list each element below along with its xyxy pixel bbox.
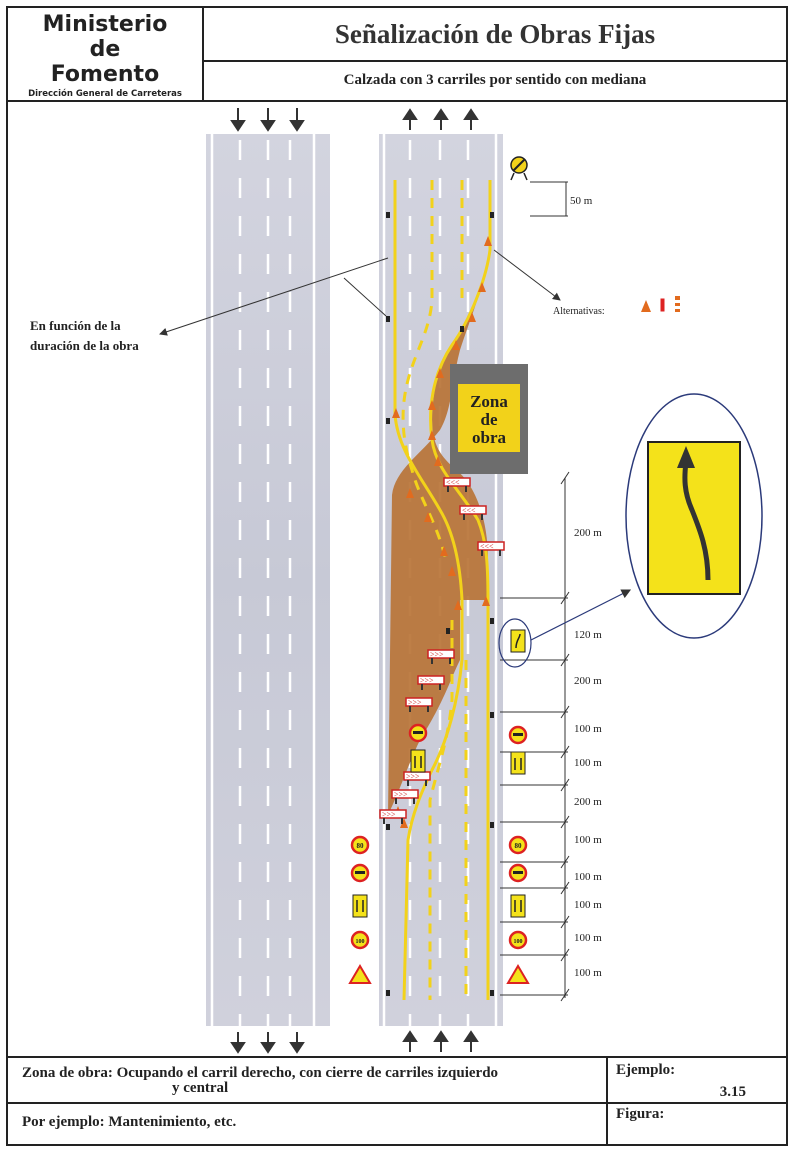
annotation-duration-line-2: duración de la obra xyxy=(30,338,139,353)
speed-sign-100-right: 100 xyxy=(514,939,523,945)
work-zone-line-2: de xyxy=(481,410,498,429)
svg-text:>>>: >>> xyxy=(420,676,434,685)
distance-label: 100 m xyxy=(574,757,602,769)
work-zone-box: Zona de obra xyxy=(450,364,528,474)
figure-box: Figura: xyxy=(606,1102,788,1146)
work-zone-line-1: Zona xyxy=(470,392,508,411)
work-zone-text-2: y central xyxy=(172,1080,229,1096)
example-box: Ejemplo: 3.15 xyxy=(606,1056,788,1104)
page-title: Señalización de Obras Fijas xyxy=(204,6,788,62)
svg-text:>>>: >>> xyxy=(430,650,444,659)
cones xyxy=(392,236,492,828)
traffic-direction-arrows xyxy=(230,108,479,1054)
post-icon xyxy=(675,296,680,312)
distance-label: 100 m xyxy=(574,834,602,846)
bollard-icon xyxy=(659,297,666,313)
left-side-signs: 80 100 xyxy=(348,835,372,984)
example-label: Ejemplo: xyxy=(616,1062,676,1078)
svg-text:<<<: <<< xyxy=(480,542,494,551)
duration-annotation: En función de la duración de la obra xyxy=(30,257,389,353)
annotation-duration-line-1: En función de la xyxy=(30,318,121,333)
distance-label: 100 m xyxy=(574,932,602,944)
magnified-sign-callout xyxy=(498,393,763,668)
work-zone-line-3: obra xyxy=(472,428,507,447)
work-zone-text: Zona de obra: Ocupando el carril derecho… xyxy=(22,1065,499,1081)
alternatives-annotation: Alternativas: xyxy=(493,249,680,317)
work-zone-description: Zona de obra: Ocupando el carril derecho… xyxy=(6,1056,608,1104)
svg-text:>>>: >>> xyxy=(406,772,420,781)
example-number: 3.15 xyxy=(719,1084,746,1100)
speed-sign-100-left: 100 xyxy=(356,939,365,945)
svg-text:>>>: >>> xyxy=(382,810,396,819)
example-text: Por ejemplo: Mantenimiento, etc. xyxy=(22,1114,237,1130)
distance-label: 100 m xyxy=(574,723,602,735)
distance-label: 50 m xyxy=(570,195,593,207)
ministry-line-1: Ministerio xyxy=(42,12,168,37)
distance-label: 100 m xyxy=(574,871,602,883)
closed-lanes-area xyxy=(388,270,488,815)
ministry-line-3: Fomento xyxy=(50,62,160,87)
left-carriageway xyxy=(206,134,330,1026)
distance-label: 100 m xyxy=(574,967,602,979)
distance-labels: 50 m 200 m 120 m 200 m 100 m 100 m 200 m… xyxy=(570,195,602,979)
ministry-line-2: de xyxy=(89,37,121,62)
svg-text:>>>: >>> xyxy=(408,698,422,707)
example-description: Por ejemplo: Mantenimiento, etc. xyxy=(6,1102,608,1146)
chevron-barriers: <<< <<< <<< >>> >>> >>> >>> >>> >>> xyxy=(379,477,505,824)
speed-sign-80-right: 80 xyxy=(515,842,523,850)
distance-label: 100 m xyxy=(574,899,602,911)
speed-sign-80-left: 80 xyxy=(357,842,365,850)
distance-label: 200 m xyxy=(574,796,602,808)
right-side-signs: 80 100 xyxy=(408,629,530,984)
end-restriction-sign xyxy=(510,156,528,181)
cone-icon xyxy=(641,300,651,312)
distance-label: 200 m xyxy=(574,675,602,687)
distance-markers xyxy=(500,181,570,1002)
distance-label: 120 m xyxy=(574,629,602,641)
figure-label: Figura: xyxy=(616,1106,665,1122)
ministry-logo-block: Ministerio de Fomento Dirección General … xyxy=(6,6,204,102)
alternatives-label: Alternativas: xyxy=(553,306,605,317)
svg-text:>>>: >>> xyxy=(394,790,408,799)
distance-label: 200 m xyxy=(574,527,602,539)
svg-text:<<<: <<< xyxy=(462,506,476,515)
svg-text:<<<: <<< xyxy=(446,478,460,487)
ministry-subtitle: Dirección General de Carreteras xyxy=(28,89,182,99)
